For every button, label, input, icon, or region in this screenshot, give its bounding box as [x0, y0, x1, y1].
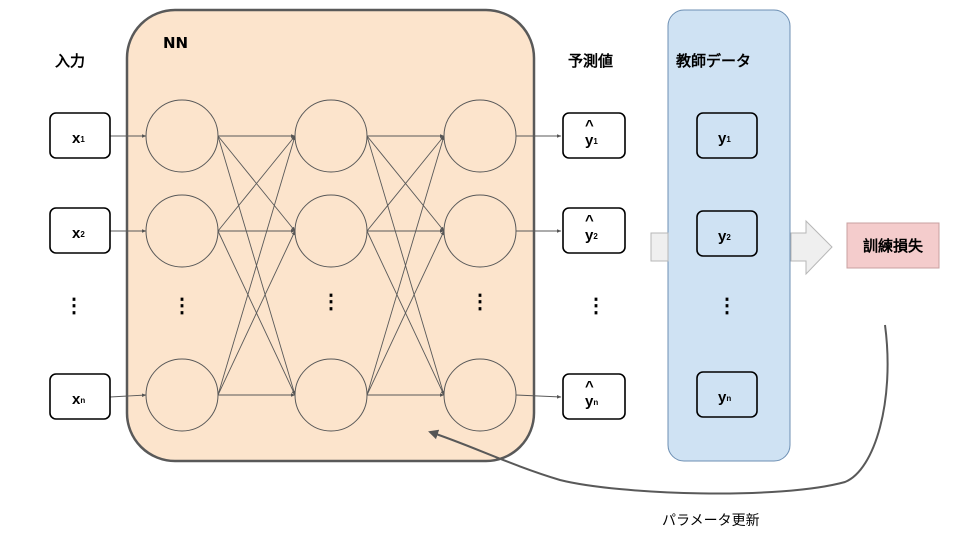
output-arrow-3 — [515, 394, 562, 399]
connection-l2-3-2 — [366, 230, 445, 396]
prediction-box-1: ^ y1 — [562, 112, 626, 159]
prediction-hat-2: ^ — [585, 212, 594, 229]
neuron-l2-1 — [294, 99, 368, 173]
ellipsis-target: ⋮ — [717, 295, 737, 317]
io-arrows — [109, 134, 562, 399]
connection-l1-2-1 — [217, 135, 296, 232]
input-x-n: xn — [72, 391, 85, 408]
loss-box: 訓練損失 — [846, 222, 940, 269]
input-box-2: x2 — [49, 207, 111, 254]
prediction-box-2: ^ y2 — [562, 207, 626, 254]
prediction-box-n: ^ yn — [562, 373, 626, 420]
ellipsis-prediction: ⋮ — [586, 295, 606, 317]
neuron-l3-1 — [443, 99, 517, 173]
neuron-l1-1 — [145, 99, 219, 173]
input-arrow-3 — [109, 393, 147, 398]
target-box-1: y1 — [696, 112, 758, 159]
connection-l2-2-1 — [366, 135, 445, 232]
input-x-1: x1 — [72, 130, 85, 147]
loss-label: 訓練損失 — [863, 237, 924, 255]
input-x-2: x2 — [72, 225, 85, 242]
neuron-l3-3 — [443, 358, 517, 432]
prediction-hat-1: ^ — [585, 117, 594, 134]
prediction-y-n: yn — [585, 393, 598, 410]
connection-l1-3-2 — [217, 230, 296, 396]
connection-l1-3-1 — [217, 135, 296, 396]
ellipsis-input: ⋮ — [64, 295, 84, 317]
neuron-l2-3 — [294, 358, 368, 432]
target-y-2: y2 — [718, 228, 731, 245]
target-box-2: y2 — [696, 210, 758, 257]
prediction-label: 予測値 — [568, 52, 613, 70]
prediction-y-2: y2 — [585, 227, 598, 244]
block-arrow-to-loss — [790, 219, 833, 276]
parameter-update-label: パラメータ更新 — [662, 513, 760, 529]
prediction-y-1: y1 — [585, 132, 598, 149]
input-box-n: xn — [49, 373, 111, 420]
neuron-l1-2 — [145, 194, 219, 268]
parameter-update-arrow — [428, 324, 889, 495]
block-arrow-to-teacher — [650, 232, 669, 262]
prediction-hat-n: ^ — [585, 378, 594, 395]
layer-connections — [217, 134, 445, 397]
ellipsis-layer-3: ⋮ — [470, 291, 490, 313]
neuron-l2-2 — [294, 194, 368, 268]
neuron-l3-2 — [443, 194, 517, 268]
input-label: 入力 — [55, 52, 85, 70]
target-y-n: yn — [718, 389, 731, 406]
ellipsis-layer-2: ⋮ — [321, 291, 341, 313]
ellipsis-layer-1: ⋮ — [172, 295, 192, 317]
target-box-n: yn — [696, 371, 758, 418]
nn-label: NN — [163, 34, 188, 52]
connection-l2-3-1 — [366, 135, 445, 396]
target-y-1: y1 — [718, 130, 731, 147]
teacher-label: 教師データ — [675, 52, 751, 70]
neuron-l1-3 — [145, 358, 219, 432]
input-box-1: x1 — [49, 112, 111, 159]
neurons — [145, 99, 517, 432]
